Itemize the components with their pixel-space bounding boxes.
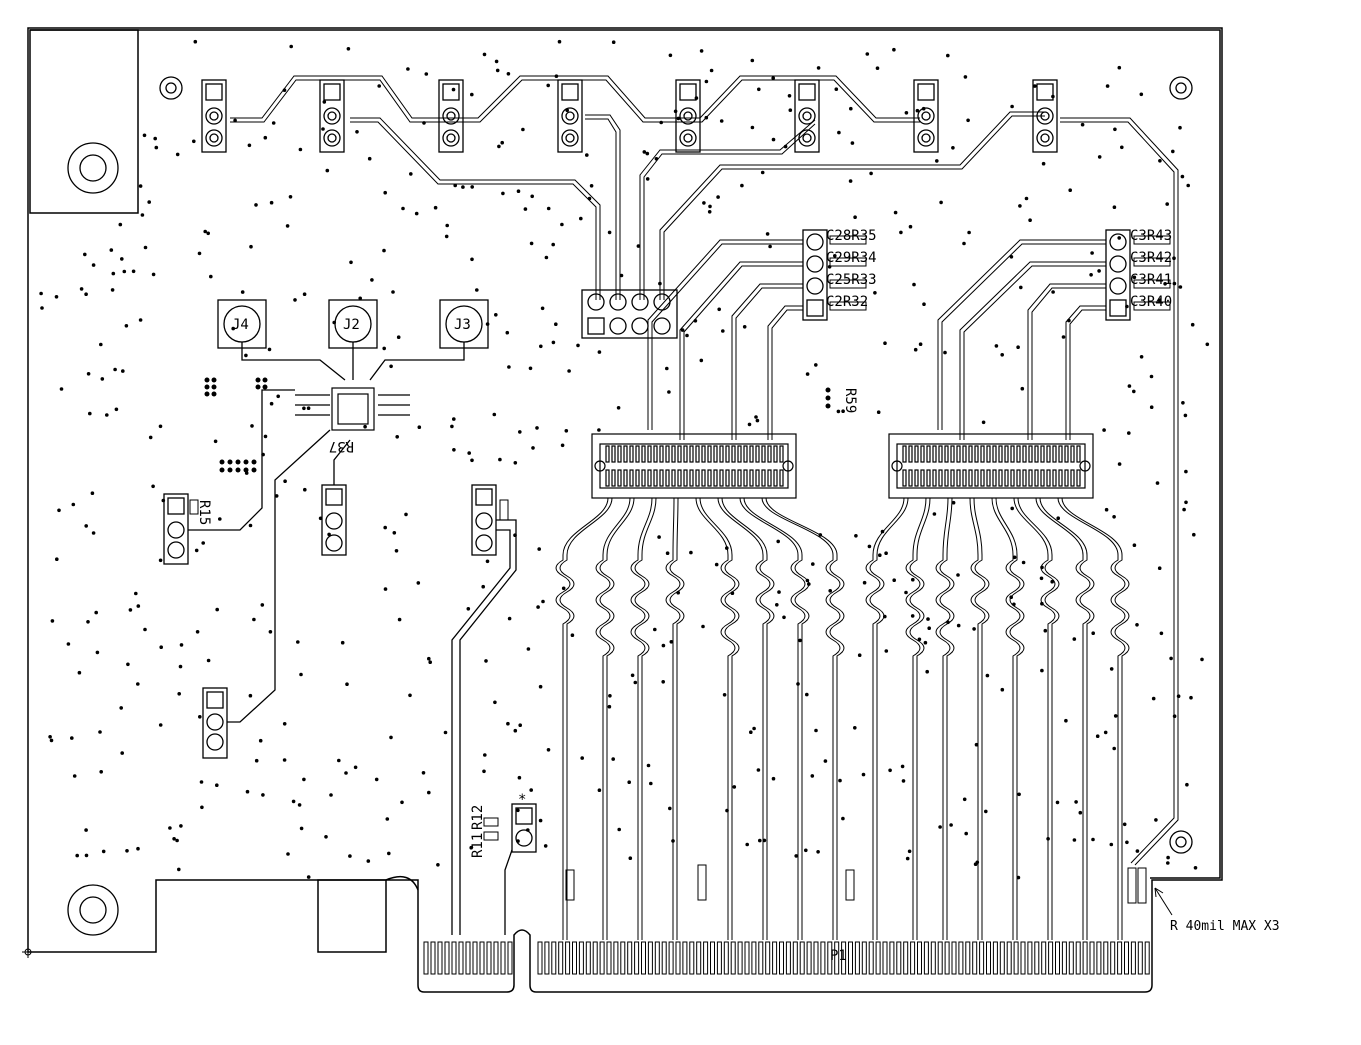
small-components: [189, 235, 1171, 904]
rf-connectors: [217, 299, 489, 381]
diff-pair-trace: [695, 497, 736, 940]
silkscreen-labels: J4 J2 J3 C28R35 C29R34 C25R33 C2R32 C3R4…: [196, 228, 1172, 964]
label-c3r40: C3R40: [1130, 294, 1172, 310]
rf-ic: [295, 387, 410, 431]
top-header-connectors: [201, 79, 1058, 153]
connector-body: [888, 433, 1094, 499]
stitching-vias: [39, 39, 1210, 880]
header-to-connector-traces: [647, 239, 1106, 440]
label-j2: J2: [343, 317, 360, 333]
diff-pair-trace: [739, 497, 806, 940]
diff-pair-trace: [935, 497, 951, 940]
header-3pin: [675, 79, 701, 153]
diff-pair-trace: [761, 497, 841, 940]
diff-pair-trace: [555, 497, 609, 940]
diff-pair-trace: [669, 497, 685, 940]
diff-pair-trace: [665, 497, 681, 940]
label-r15: R15: [196, 500, 212, 525]
header-3pin: [201, 79, 227, 153]
label-c3r42: C3R42: [1130, 250, 1172, 266]
board-outline: [27, 27, 1223, 993]
diff-pair-trace: [1035, 497, 1091, 940]
diff-pair-trace: [1061, 497, 1130, 940]
right-4pin-headers: [802, 229, 1131, 321]
diff-pair-trace: [995, 497, 1025, 940]
label-r12: R12: [470, 805, 486, 830]
pin1-star: *: [518, 792, 526, 808]
diff-pair-trace: [599, 497, 635, 940]
label-r11: R11: [470, 833, 486, 858]
label-c25r33: C25R33: [826, 272, 877, 288]
diff-pair-trace: [595, 497, 631, 940]
label-c2r32: C2R32: [826, 294, 868, 310]
label-c3r43: C3R43: [1130, 228, 1172, 244]
diff-pair-trace: [973, 497, 990, 940]
top-trace-chain: [230, 75, 1179, 866]
label-c3r41: C3R41: [1130, 272, 1172, 288]
diff-pair-trace: [905, 497, 927, 940]
origin-marker: [22, 946, 34, 958]
diff-pair-trace: [869, 497, 909, 940]
center-2x4-header: [581, 289, 678, 339]
label-r59: R59: [842, 388, 858, 413]
serpentine-traces: [555, 497, 1130, 940]
edge-connector-fingers: [423, 941, 1150, 975]
diff-pair-trace: [743, 497, 810, 940]
header-3pin: [913, 79, 939, 153]
diff-pair-trace: [969, 497, 986, 940]
label-p1: P1: [830, 948, 847, 964]
left-small-headers: [163, 389, 537, 935]
diff-pair-trace: [1013, 497, 1056, 940]
diff-pair-trace: [939, 497, 955, 940]
radius-note: R 40mil MAX X3: [1170, 919, 1280, 934]
mounting-holes: [67, 76, 1193, 936]
diff-pair-trace: [1017, 497, 1060, 940]
header-3pin: [438, 79, 464, 153]
diff-pair-trace: [909, 497, 931, 940]
high-speed-connectors: [591, 433, 1094, 499]
diff-pair-trace: [559, 497, 613, 940]
diff-pair-trace: [630, 497, 653, 940]
via-arrays: [204, 377, 831, 473]
label-j3: J3: [454, 317, 471, 333]
diff-pair-trace: [1039, 497, 1095, 940]
label-c29r34: C29R34: [826, 250, 877, 266]
connector-body: [591, 433, 797, 499]
diff-pair-trace: [717, 497, 771, 940]
diff-pair-trace: [634, 497, 657, 940]
radius-annotation: R 40mil MAX X3: [1154, 887, 1280, 934]
diff-pair-trace: [1057, 497, 1126, 940]
label-j4: J4: [232, 317, 249, 333]
diff-pair-trace: [699, 497, 740, 940]
label-c28r35: C28R35: [826, 228, 877, 244]
diff-pair-trace: [765, 497, 845, 940]
diff-pair-trace: [865, 497, 905, 940]
label-r37: R37: [329, 438, 354, 454]
diff-pair-trace: [721, 497, 775, 940]
diff-pair-trace: [991, 497, 1021, 940]
